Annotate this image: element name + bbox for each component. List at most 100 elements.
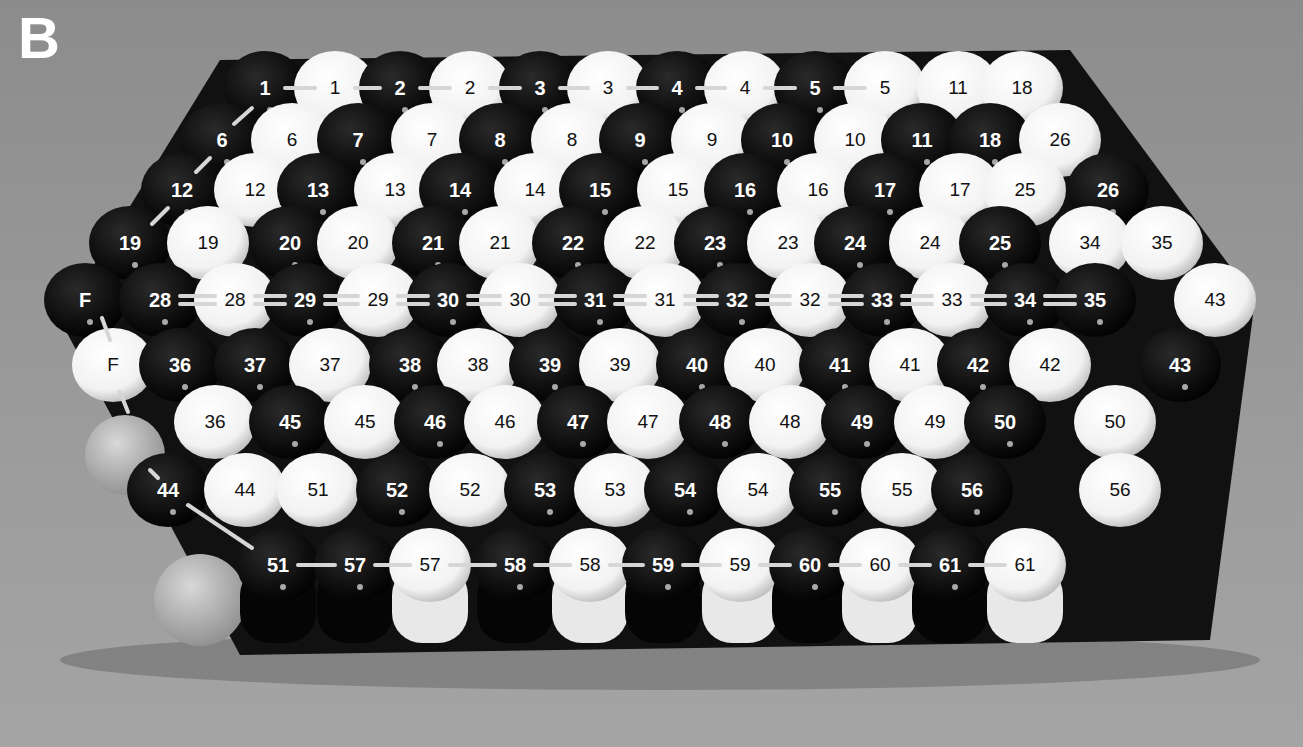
callout-number: 6 bbox=[216, 129, 227, 152]
bond-arrow bbox=[188, 505, 252, 548]
atom-dot bbox=[399, 509, 405, 515]
callout-number: 13 bbox=[307, 179, 329, 202]
atom-dot bbox=[924, 159, 930, 165]
atom-sphere bbox=[1074, 385, 1156, 459]
bond bbox=[375, 563, 410, 567]
bond bbox=[398, 302, 428, 306]
atom-sphere bbox=[984, 263, 1066, 337]
atom-dot bbox=[980, 384, 986, 390]
bond bbox=[180, 294, 215, 298]
atom-dot bbox=[665, 584, 671, 590]
atom-dot bbox=[307, 319, 313, 325]
atom-sphere bbox=[174, 385, 256, 459]
callout-number: 58 bbox=[579, 554, 600, 576]
atom-sphere bbox=[894, 385, 976, 459]
atom-dot bbox=[162, 319, 168, 325]
bond bbox=[760, 563, 790, 567]
callout-number: 18 bbox=[1011, 77, 1032, 99]
callout-number: 7 bbox=[352, 129, 363, 152]
callout-number: 57 bbox=[344, 554, 366, 577]
atom-dot bbox=[679, 107, 685, 113]
atom-dot bbox=[687, 509, 693, 515]
atom-dot bbox=[547, 509, 553, 515]
callout-number: 61 bbox=[1014, 554, 1035, 576]
bond bbox=[830, 302, 862, 306]
atom-sphere bbox=[394, 385, 476, 459]
atom-sphere bbox=[1139, 328, 1221, 402]
callout-number: 49 bbox=[851, 411, 873, 434]
callout-number: 14 bbox=[449, 179, 471, 202]
bond bbox=[1045, 302, 1075, 306]
callout-number: 38 bbox=[399, 354, 421, 377]
atom-sphere bbox=[861, 453, 943, 527]
atom-sphere bbox=[574, 453, 656, 527]
callout-number: 34 bbox=[1079, 232, 1100, 254]
bond bbox=[835, 86, 865, 90]
callout-number: 28 bbox=[224, 289, 245, 311]
atom-sphere bbox=[337, 263, 419, 337]
atom-sphere bbox=[249, 385, 331, 459]
atom-sphere bbox=[964, 385, 1046, 459]
atom-sphere bbox=[356, 453, 438, 527]
callout-number: 40 bbox=[754, 354, 775, 376]
atom-dot bbox=[864, 441, 870, 447]
atom-sphere bbox=[44, 263, 126, 337]
bond-arrow bbox=[120, 392, 128, 412]
callout-number: 44 bbox=[157, 479, 179, 502]
atom-dot bbox=[132, 262, 138, 268]
atom-dot bbox=[887, 209, 893, 215]
callout-number: 33 bbox=[871, 289, 893, 312]
atom-dot bbox=[832, 509, 838, 515]
callout-number: 29 bbox=[294, 289, 316, 312]
callout-number: 23 bbox=[777, 232, 798, 254]
bond-arrow bbox=[234, 108, 252, 124]
atom-sphere bbox=[717, 453, 799, 527]
callout-number: 53 bbox=[604, 479, 625, 501]
atom-dot bbox=[320, 209, 326, 215]
bond bbox=[355, 86, 380, 90]
callout-number: 21 bbox=[489, 232, 510, 254]
bond bbox=[468, 294, 500, 298]
callout-number: 54 bbox=[747, 479, 768, 501]
callout-number: 46 bbox=[494, 411, 515, 433]
atom-sphere bbox=[479, 263, 561, 337]
bond bbox=[255, 302, 285, 306]
callout-number: 9 bbox=[634, 129, 645, 152]
bond bbox=[697, 86, 725, 90]
callout-number: 3 bbox=[534, 77, 545, 100]
bond bbox=[560, 86, 588, 90]
bond-arrow bbox=[152, 208, 168, 224]
atom-dot bbox=[170, 509, 176, 515]
callout-number: 4 bbox=[671, 77, 682, 100]
atom-sphere bbox=[607, 385, 689, 459]
callout-number: 4 bbox=[740, 77, 751, 99]
atom-dot bbox=[739, 319, 745, 325]
atom-sphere bbox=[931, 453, 1013, 527]
callout-number: 42 bbox=[1039, 354, 1060, 376]
callout-number: 9 bbox=[707, 129, 718, 151]
callout-number: 39 bbox=[539, 354, 561, 377]
callout-number: 59 bbox=[652, 554, 674, 577]
callout-number: 10 bbox=[844, 129, 865, 151]
panel-letter: B bbox=[18, 4, 60, 71]
atom-dot bbox=[292, 441, 298, 447]
callout-number: 61 bbox=[939, 554, 961, 577]
callout-number: 52 bbox=[459, 479, 480, 501]
callout-number: F bbox=[79, 289, 91, 312]
atom-sphere bbox=[277, 453, 359, 527]
callout-number: 8 bbox=[494, 129, 505, 152]
atom-sphere bbox=[204, 453, 286, 527]
atom-dot bbox=[747, 209, 753, 215]
atom-dot bbox=[722, 441, 728, 447]
atom-sphere bbox=[127, 453, 209, 527]
callout-number: 25 bbox=[989, 232, 1011, 255]
callout-number: 42 bbox=[967, 354, 989, 377]
bond-arrow bbox=[196, 158, 210, 172]
atom-dot bbox=[884, 319, 890, 325]
atom-sphere bbox=[554, 263, 636, 337]
callout-number: 53 bbox=[534, 479, 556, 502]
bond bbox=[540, 294, 575, 298]
atom-sphere bbox=[1121, 206, 1203, 280]
callout-number: 56 bbox=[1109, 479, 1130, 501]
callout-number: 34 bbox=[1014, 289, 1036, 312]
